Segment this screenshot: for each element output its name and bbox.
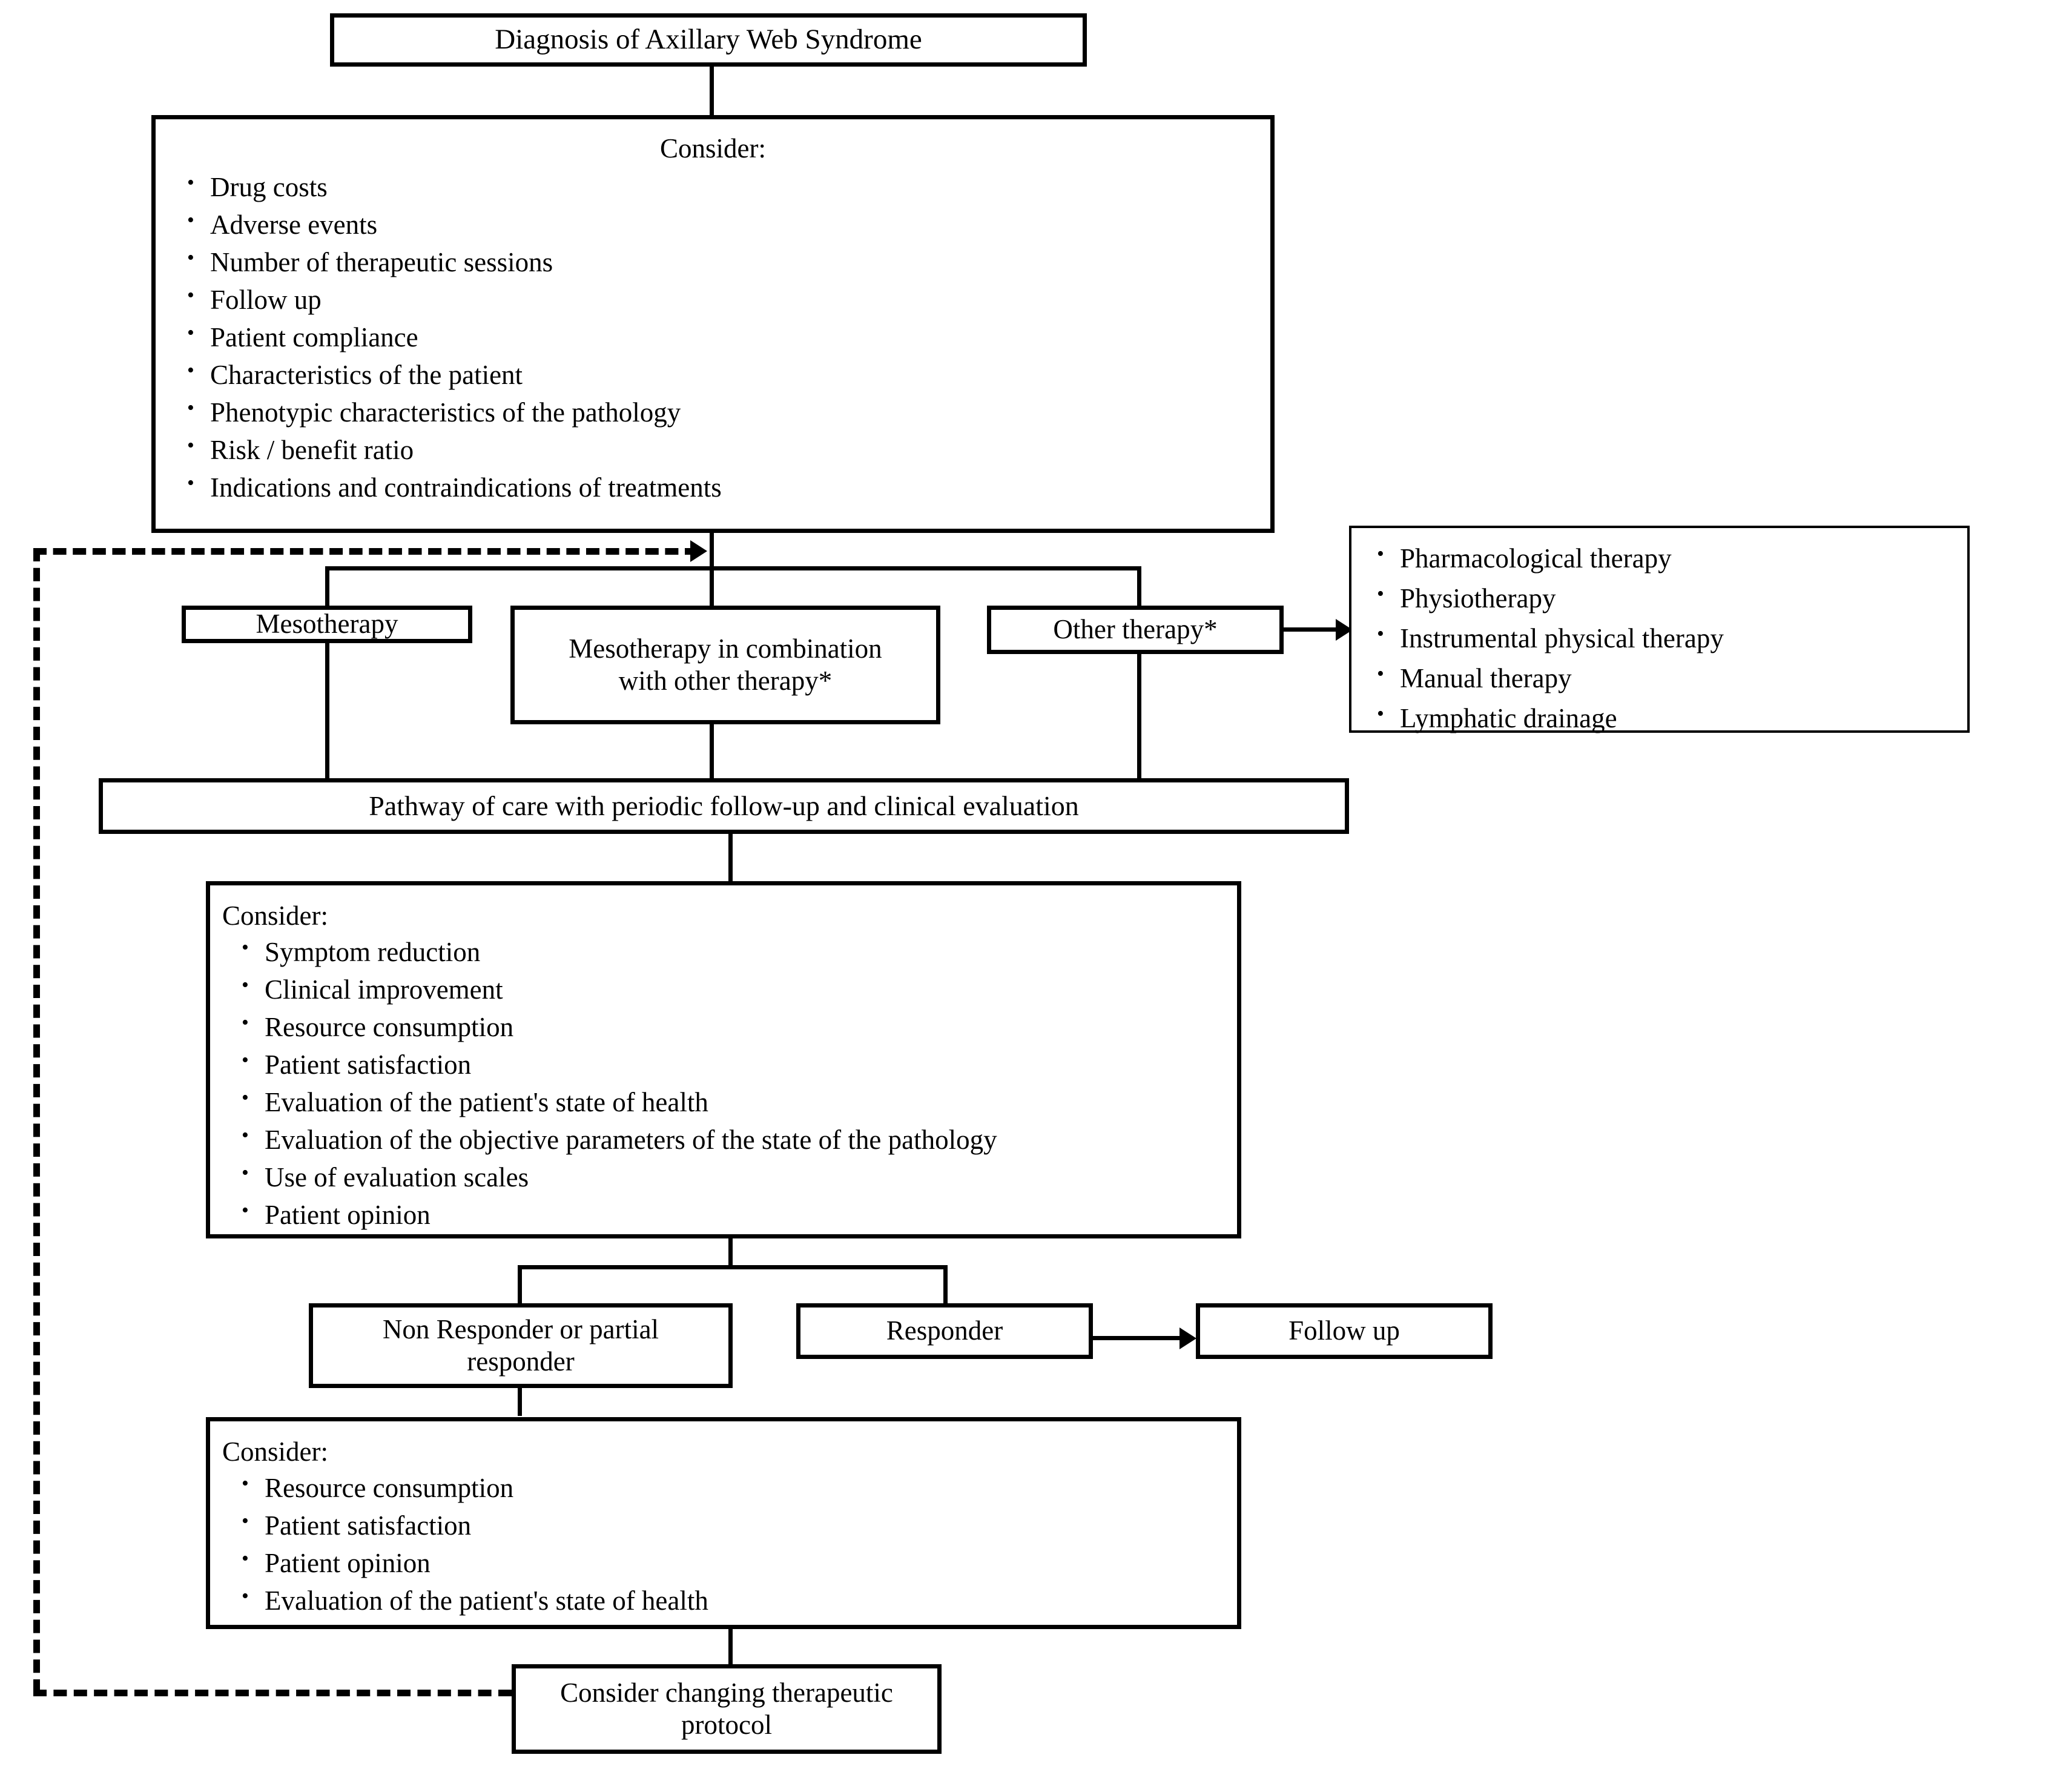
connector-responder-to-follow-up [1093, 1336, 1193, 1340]
node-mesotherapy-label: Mesotherapy [256, 609, 398, 640]
feedback-dash-bottom [33, 1690, 512, 1696]
list-item: Physiotherapy [1368, 584, 1967, 612]
connector-branch-to-non-responder [518, 1265, 522, 1308]
list-item: Resource consumption [233, 1473, 1237, 1502]
list-item: Lymphatic drainage [1368, 704, 1967, 732]
consider-initial-list: Drug costs Adverse events Number of ther… [156, 173, 1270, 501]
connector-consider-reassess-to-change-protocol [728, 1627, 733, 1664]
node-follow-up-label: Follow up [1288, 1315, 1400, 1346]
node-non-responder[interactable]: Non Responder or partial responder [309, 1303, 733, 1388]
list-item: Pharmacological therapy [1368, 544, 1967, 572]
node-non-responder-label: Non Responder or partial responder [382, 1314, 659, 1377]
connector-bar-to-mesotherapy [325, 566, 329, 606]
connector-bar-to-other-therapy [1137, 566, 1141, 606]
node-responder-label: Responder [886, 1315, 1003, 1346]
connector-other-therapy-to-options [1282, 627, 1349, 632]
node-pathway-of-care-label: Pathway of care with periodic follow-up … [369, 790, 1079, 821]
list-item: Use of evaluation scales [233, 1163, 1237, 1191]
node-consider-initial[interactable]: Consider: Drug costs Adverse events Numb… [151, 115, 1275, 533]
arrowhead-responder-to-follow-up [1180, 1327, 1196, 1349]
node-mesotherapy-combination[interactable]: Mesotherapy in combination with other th… [510, 606, 940, 724]
list-item: Instrumental physical therapy [1368, 624, 1967, 652]
node-diagnosis[interactable]: Diagnosis of Axillary Web Syndrome [330, 13, 1087, 67]
node-mesotherapy[interactable]: Mesotherapy [182, 606, 472, 643]
list-item: Adverse events [179, 210, 1270, 239]
list-item: Patient opinion [233, 1549, 1237, 1577]
node-diagnosis-label: Diagnosis of Axillary Web Syndrome [495, 24, 922, 56]
connector-pathway-to-consider-outcome [728, 833, 733, 884]
node-consider-outcome[interactable]: Consider: Symptom reduction Clinical imp… [206, 881, 1241, 1238]
node-consider-reassess[interactable]: Consider: Resource consumption Patient s… [206, 1417, 1241, 1629]
connector-mesotherapy-combination-to-pathway [710, 724, 714, 778]
node-other-therapy-label: Other therapy* [1053, 614, 1218, 645]
connector-consider-outcome-to-branch [728, 1235, 733, 1267]
connector-consider-to-therapies [710, 528, 714, 570]
feedback-dash-left [33, 548, 40, 1693]
list-item: Symptom reduction [233, 937, 1237, 966]
node-other-therapy[interactable]: Other therapy* [987, 606, 1284, 654]
consider-outcome-title: Consider: [222, 901, 328, 931]
list-item: Phenotypic characteristics of the pathol… [179, 398, 1270, 426]
list-item: Characteristics of the patient [179, 360, 1270, 389]
list-item: Number of therapeutic sessions [179, 248, 1270, 276]
list-item: Risk / benefit ratio [179, 435, 1270, 464]
list-item: Clinical improvement [233, 975, 1237, 1003]
connector-other-therapy-to-pathway [1137, 654, 1141, 778]
list-item: Indications and contraindications of tre… [179, 473, 1270, 501]
connector-responder-branch-bar [518, 1265, 948, 1269]
list-item: Drug costs [179, 173, 1270, 201]
list-item: Manual therapy [1368, 664, 1967, 692]
list-item: Evaluation of the patient's state of hea… [233, 1088, 1237, 1116]
connector-mesotherapy-to-pathway [325, 642, 329, 778]
list-item: Patient compliance [179, 323, 1270, 351]
list-item: Evaluation of the patient's state of hea… [233, 1586, 1237, 1615]
connector-branch-to-responder [943, 1265, 948, 1308]
node-follow-up[interactable]: Follow up [1196, 1303, 1493, 1359]
node-consider-changing-protocol-label: Consider changing therapeutic protocol [560, 1677, 893, 1740]
consider-reassess-list: Resource consumption Patient satisfactio… [210, 1473, 1237, 1615]
connector-diagnosis-to-consider [710, 38, 714, 116]
consider-reassess-title: Consider: [222, 1436, 328, 1467]
list-item: Follow up [179, 285, 1270, 314]
node-responder[interactable]: Responder [796, 1303, 1093, 1359]
connector-non-responder-to-consider-reassess [518, 1387, 522, 1416]
connector-therapy-branch-bar [325, 566, 1141, 570]
connector-bar-to-mesotherapy-combination [710, 566, 714, 606]
consider-outcome-list: Symptom reduction Clinical improvement R… [210, 937, 1237, 1229]
node-mesotherapy-combination-label: Mesotherapy in combination with other th… [569, 633, 882, 696]
other-therapy-options-list: Pharmacological therapy Physiotherapy In… [1351, 544, 1967, 732]
node-other-therapy-options[interactable]: Pharmacological therapy Physiotherapy In… [1349, 526, 1970, 733]
feedback-dash-top [33, 548, 698, 555]
list-item: Evaluation of the objective parameters o… [233, 1125, 1237, 1154]
node-consider-changing-protocol[interactable]: Consider changing therapeutic protocol [512, 1664, 942, 1754]
arrowhead-feedback-loop [690, 540, 707, 562]
list-item: Patient satisfaction [233, 1050, 1237, 1079]
node-pathway-of-care[interactable]: Pathway of care with periodic follow-up … [99, 778, 1349, 834]
list-item: Resource consumption [233, 1013, 1237, 1041]
consider-initial-title: Consider: [660, 133, 766, 164]
list-item: Patient satisfaction [233, 1511, 1237, 1539]
list-item: Patient opinion [233, 1200, 1237, 1229]
